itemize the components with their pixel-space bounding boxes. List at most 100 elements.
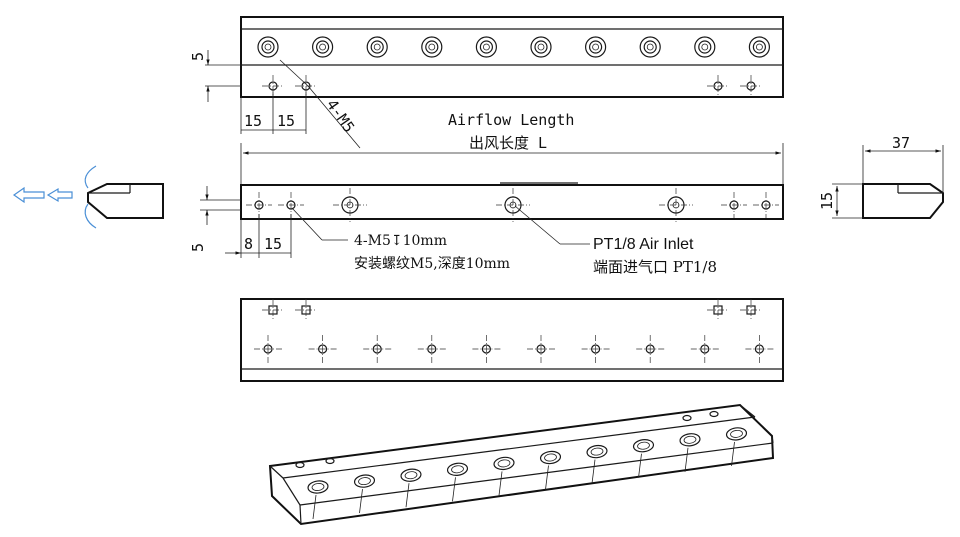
iso-nozzle-hole-inner [497, 459, 511, 468]
iso-nozzle-hole-inner [683, 435, 697, 444]
bottom-hole [263, 344, 273, 354]
iso-nozzle-hole [400, 468, 422, 482]
bottom-holes [254, 299, 774, 363]
bottom-hole [754, 344, 765, 354]
iso-nozzle-hole-inner [590, 447, 604, 456]
bottom-hole [427, 344, 437, 354]
nozzle-hole-outer [475, 36, 497, 58]
nozzle-hole-core [646, 43, 654, 51]
nozzle-hole-outer [584, 36, 607, 58]
iso-slot-line [498, 471, 503, 496]
top-hole-spec: 4-M5 [323, 96, 358, 136]
iso-nozzle-hole [539, 450, 562, 465]
nozzle-hole-inner [425, 40, 439, 54]
iso-nozzle-hole [446, 462, 469, 476]
top-mount-holes [262, 75, 762, 97]
nozzle-hole-outer [421, 36, 443, 58]
bottom-hole [318, 344, 328, 354]
nozzle-hole-core [701, 43, 709, 51]
nozzle-hole-core [373, 43, 381, 51]
nozzle-hole-inner [698, 40, 712, 54]
nozzle-hole-core [482, 43, 490, 51]
nozzle-hole-outer [639, 36, 661, 58]
iso-nozzle-hole [725, 427, 748, 441]
right-profile-view: 37 15 [818, 134, 944, 219]
nozzle-hole-outer [748, 36, 771, 58]
iso-nozzle-hole [307, 480, 329, 494]
nozzle-hole-inner [534, 40, 548, 54]
airflow-length-label: Airflow Length [448, 111, 574, 129]
nozzle-hole-outer [257, 36, 279, 58]
bottom-hole [481, 344, 491, 354]
bottom-hole [372, 344, 382, 354]
iso-nozzle-hole-inner [730, 429, 743, 438]
iso-mount-hole [709, 410, 719, 418]
bottom-hole [536, 344, 546, 354]
bottom-hole [590, 344, 601, 354]
air-inlet-label-cn: 端面进气口 PT1/8 [593, 258, 717, 276]
nozzle-hole-inner [752, 40, 767, 54]
nozzle-hole-outer [366, 36, 388, 58]
iso-slot-line [591, 459, 596, 484]
nozzle-hole-outer [694, 36, 716, 58]
iso-nozzle-hole [353, 474, 376, 488]
dim-side-width: 37 [892, 134, 910, 152]
iso-nozzle-hole [493, 456, 515, 471]
nozzle-hole-core [319, 43, 327, 51]
nozzle-hole-outer [312, 36, 334, 58]
iso-slot-line [359, 489, 363, 514]
iso-mount-hole [295, 461, 305, 469]
iso-nozzle-hole-inner [311, 483, 325, 491]
iso-slot-line [638, 453, 642, 478]
nozzle-hole-inner [370, 40, 384, 54]
dim-top-spacing-a: 15 [244, 112, 262, 130]
iso-nozzle-hole-inner [404, 471, 418, 480]
iso-nozzle-hole-inner [451, 465, 464, 474]
iso-nozzle-hole-inner [544, 453, 557, 462]
front-view: 5 8 15 4-M5↧10mm 安装螺纹M5,深度10mm PT1/8 Air… [189, 182, 784, 276]
iso-slot-line [731, 441, 735, 466]
bottom-hole [700, 344, 710, 354]
isometric-view [268, 403, 775, 526]
dim-top-spacing-b: 15 [277, 112, 295, 130]
nozzle-hole-core [592, 43, 599, 51]
top-nozzle-holes [257, 36, 771, 58]
iso-nozzle-hole [632, 439, 655, 453]
airflow-length-dimension: Airflow Length 出风长度 L [240, 111, 784, 185]
iso-slot-line [312, 494, 317, 520]
iso-nozzle-hole [586, 444, 608, 459]
dim-front-edge: 8 [244, 235, 253, 253]
front-holes [246, 188, 779, 222]
iso-slot-line [545, 465, 549, 490]
iso-mount-hole [325, 457, 335, 465]
nozzle-hole-inner [261, 40, 275, 54]
nozzle-hole-inner [316, 40, 330, 54]
dim-front-spacing: 15 [264, 235, 282, 253]
air-inlet-label: PT1/8 Air Inlet [593, 236, 694, 253]
bottom-hole [645, 344, 655, 354]
iso-nozzle-hole [679, 433, 701, 447]
iso-nozzle-hole-inner [637, 441, 650, 450]
dim-top-offset: 5 [189, 52, 207, 61]
nozzle-hole-core [264, 43, 272, 51]
iso-slot-line [452, 477, 456, 502]
dim-side-height: 15 [818, 192, 836, 210]
airflow-length-label-cn: 出风长度 L [469, 134, 547, 152]
bottom-view [240, 298, 784, 382]
nozzle-hole-outer [530, 36, 552, 58]
nozzle-hole-inner [479, 40, 493, 54]
iso-holes [295, 410, 748, 520]
nozzle-hole-inner [588, 40, 603, 54]
dim-front-offset: 5 [189, 243, 207, 252]
iso-slot-line [684, 447, 689, 472]
iso-nozzle-hole-inner [358, 477, 371, 486]
iso-mount-hole [682, 414, 692, 422]
iso-slot-line [405, 483, 410, 508]
front-hole-spec-cn: 安装螺纹M5,深度10mm [354, 256, 510, 272]
nozzle-hole-core [537, 43, 545, 51]
nozzle-hole-core [756, 43, 763, 51]
front-hole-spec: 4-M5↧10mm [354, 233, 447, 249]
nozzle-hole-core [428, 43, 436, 51]
airflow-arrows [12, 165, 97, 229]
